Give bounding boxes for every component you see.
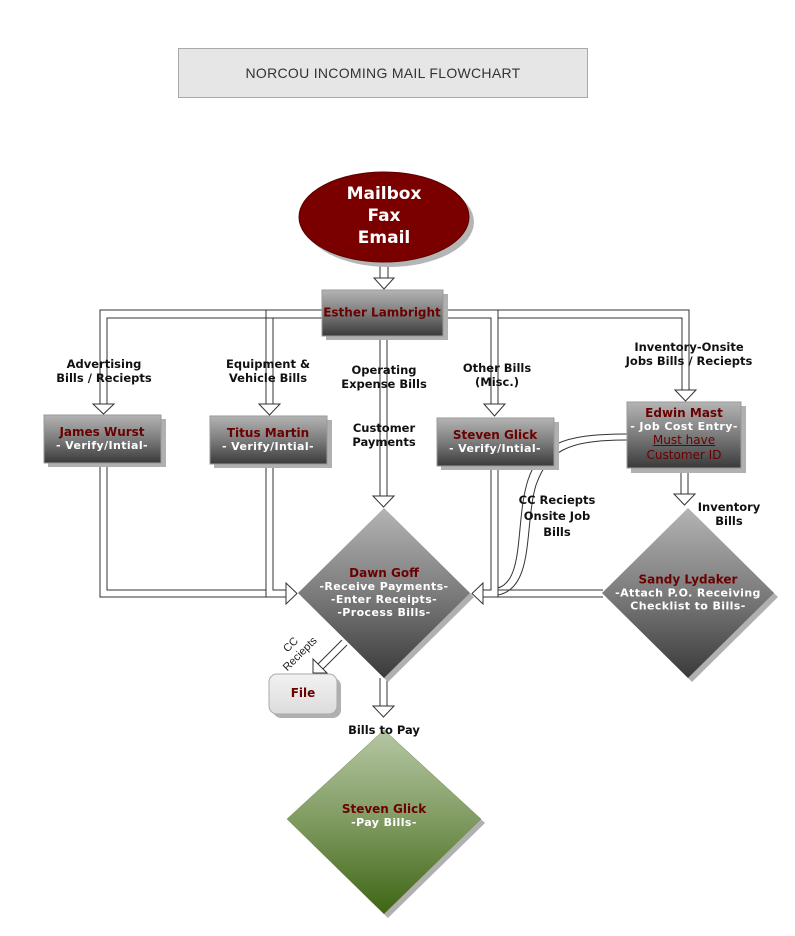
node-task: - Verify/Intial- [221,440,315,453]
edge-label-line: CC Reciepts [518,493,596,507]
edge-label-line: Operating [351,363,417,377]
edge-label-inventory-bills: Inventory Bills [698,500,761,528]
source-label: Mailbox Fax Email [347,183,422,249]
node-name: Esther Lambright [323,305,441,320]
node-name: Dawn Goff [349,566,419,580]
node-task: - Verify/Intial- [55,439,149,452]
box-steven-verify [436,417,559,470]
edge-label-inventory-onsite: Inventory-Onsite Jobs Bills / Reciepts [626,340,753,368]
edge-label-operating: Operating Expense Bills [341,363,427,391]
edge-label-equipment: Equipment & Vehicle Bills [226,357,310,385]
node-task: -Enter Receipts- [330,593,438,606]
edge-label-line: Inventory-Onsite [634,340,744,354]
diamond-sandy [602,508,778,682]
edge-label-customer-payments: Customer Payments [352,421,415,449]
edge-label-cc-onsite: CC Reciepts Onsite Job Bills [519,492,596,540]
edge-label-advertising: Advertising Bills / Reciepts [56,357,151,385]
diamond-dawn [298,508,474,682]
node-edwin: Edwin Mast - Job Cost Entry- Must have C… [630,407,738,463]
edge-label-line: Bills [715,514,743,528]
edge-label-bills-to-pay: Bills to Pay [348,723,420,737]
edge-label-line: Equipment & [226,357,310,371]
node-task: -Process Bills- [337,606,431,619]
box-titus [209,415,332,468]
edge-label-line: (Misc.) [475,375,519,389]
edge-label-line: Bills [543,525,571,539]
box-edwin [626,401,746,473]
connector-esther-to-james [91,309,322,415]
node-task: -Attach P.O. Receiving [615,586,761,600]
edge-label-line: Inventory [697,500,761,514]
source-line-fax: Fax [367,206,401,226]
edge-label-line: Onsite Job [523,509,591,523]
connector-esther-to-edwin [498,309,698,402]
node-task: - Verify/Intial- [448,442,542,455]
edge-label-line: Customer [352,421,416,435]
box-esther [321,289,448,340]
node-esther: Esther Lambright [323,305,441,320]
edge-label-line: Payments [352,435,416,449]
node-task: -Pay Bills- [351,816,417,829]
source-line-mailbox: Mailbox [346,184,422,204]
node-james: James Wurst - Verify/Intial- [55,425,149,453]
edge-label-line: Other Bills [462,361,532,375]
node-name: Titus Martin [226,426,310,440]
connector-titus-to-dawn [265,464,298,606]
node-steven-pay: Steven Glick -Pay Bills- [341,802,427,830]
box-file [268,673,341,718]
edge-label-line: Jobs Bills / Reciepts [625,354,753,368]
connector-esther-to-dawn [371,336,396,508]
node-task: -Receive Payments- [319,580,449,593]
node-note-customer-id: Customer ID [646,448,722,462]
edge-label-line: Expense Bills [341,377,427,391]
node-name: Steven Glick [452,428,538,442]
connector-edwin-to-sandy [672,468,697,506]
node-name: James Wurst [59,425,145,439]
box-james [43,414,166,467]
connector-edwin-to-dawn-curve [497,433,628,596]
node-note-must-have: Must have [652,433,716,447]
connector-dawn-to-file [312,639,348,674]
edge-label-line: Advertising [66,357,142,371]
node-file: File [290,686,316,700]
edge-label-line: Vehicle Bills [228,371,308,385]
connector-sandy-to-dawn [471,581,603,606]
node-titus: Titus Martin - Verify/Intial- [221,426,315,454]
diamond-steven-pay [286,729,485,918]
node-task: - Job Cost Entry- [630,420,738,433]
node-task: Checklist to Bills- [630,599,746,613]
edge-label-other-bills: Other Bills (Misc.) [463,361,531,389]
edge-label-line: Bills / Reciepts [56,371,152,385]
node-name: Edwin Mast [645,406,723,420]
connector-steven-to-dawn [483,466,499,597]
node-steven-verify: Steven Glick - Verify/Intial- [448,428,542,456]
connector-esther-to-titus [257,310,322,416]
node-sandy: Sandy Lydaker -Attach P.O. Receiving Che… [615,572,761,613]
node-name: Steven Glick [341,802,427,816]
source-line-email: Email [357,228,411,248]
connector-dawn-to-pay [371,678,396,718]
connector-james-to-dawn [99,463,286,598]
node-dawn: Dawn Goff -Receive Payments- -Enter Rece… [319,566,449,620]
node-name: Sandy Lydaker [638,572,738,587]
connectors [91,262,698,718]
page-title: NORCOU INCOMING MAIL FLOWCHART [178,48,588,98]
source-ellipse [298,171,470,263]
